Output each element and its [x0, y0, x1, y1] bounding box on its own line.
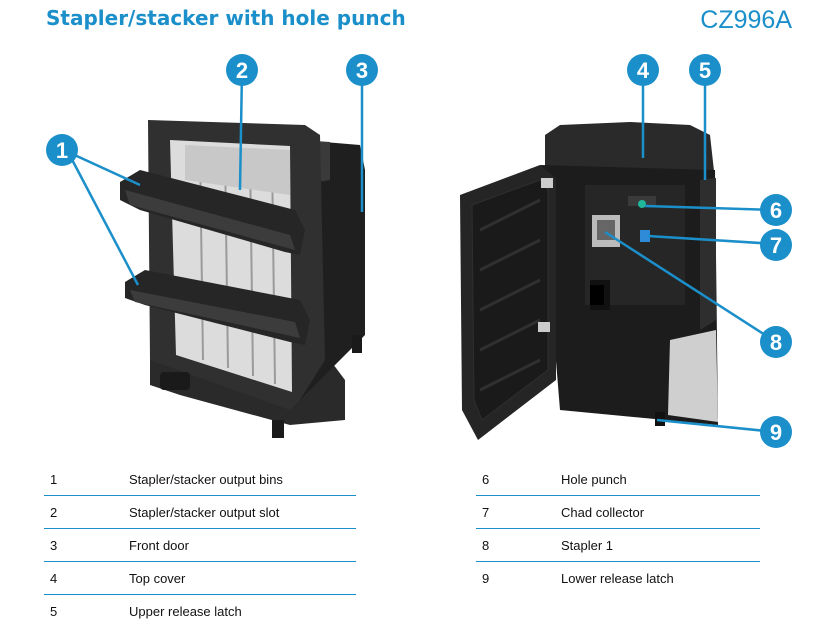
callout-6: 6 — [760, 194, 792, 226]
legend-number: 3 — [50, 537, 58, 553]
legend-number: 5 — [50, 603, 58, 619]
legend-label: Stapler/stacker output slot — [129, 504, 280, 520]
legend-row: 9 Lower release latch — [476, 562, 760, 594]
callout-3: 3 — [346, 54, 378, 86]
legend-label: Upper release latch — [129, 603, 242, 619]
legend-number: 7 — [482, 504, 490, 520]
legend-table-left: 1 Stapler/stacker output bins 2 Stapler/… — [44, 463, 356, 627]
model-number: CZ996A — [700, 6, 792, 34]
legend-number: 4 — [50, 570, 58, 586]
callout-7: 7 — [760, 229, 792, 261]
legend-row: 2 Stapler/stacker output slot — [44, 496, 356, 529]
legend-row: 5 Upper release latch — [44, 595, 356, 627]
legend-label: Hole punch — [561, 471, 627, 487]
callout-4-label: 4 — [637, 58, 650, 83]
legend-table-right: 6 Hole punch 7 Chad collector 8 Stapler … — [476, 463, 760, 594]
callout-5-label: 5 — [699, 58, 711, 83]
callout-1-label: 1 — [56, 138, 68, 163]
legend-label: Stapler/stacker output bins — [129, 471, 283, 487]
legend-number: 8 — [482, 537, 490, 553]
legend-row: 7 Chad collector — [476, 496, 760, 529]
legend-label: Stapler 1 — [561, 537, 614, 553]
legend-row: 3 Front door — [44, 529, 356, 562]
callout-9: 9 — [760, 416, 792, 448]
callout-2: 2 — [226, 54, 258, 86]
legend-number: 9 — [482, 570, 490, 586]
legend-label: Chad collector — [561, 504, 645, 520]
finisher-illustration: 1 2 3 4 5 6 7 8 9 — [46, 54, 792, 448]
page-title: Stapler/stacker with hole punch — [46, 6, 406, 30]
callout-8-label: 8 — [770, 330, 782, 355]
legend-number: 2 — [50, 504, 58, 520]
legend-row: 4 Top cover — [44, 562, 356, 595]
callout-9-label: 9 — [770, 420, 782, 445]
legend-label: Lower release latch — [561, 570, 674, 586]
callout-8: 8 — [760, 326, 792, 358]
legend-label: Front door — [129, 537, 189, 553]
legend-row: 8 Stapler 1 — [476, 529, 760, 562]
callout-3-label: 3 — [356, 58, 368, 83]
legend-row: 1 Stapler/stacker output bins — [44, 463, 356, 496]
legend-number: 1 — [50, 471, 58, 487]
callout-5: 5 — [689, 54, 721, 86]
callout-4: 4 — [627, 54, 659, 86]
callout-7-label: 7 — [770, 233, 782, 258]
stapler-stacker-left-view — [120, 120, 365, 438]
callout-2-label: 2 — [236, 58, 248, 83]
stapler-stacker-right-view — [460, 122, 718, 440]
callout-leaders — [66, 69, 777, 434]
callout-1: 1 — [46, 134, 78, 166]
legend-label: Top cover — [129, 570, 186, 586]
legend-row: 6 Hole punch — [476, 463, 760, 496]
legend-number: 6 — [482, 471, 490, 487]
callout-6-label: 6 — [770, 198, 782, 223]
